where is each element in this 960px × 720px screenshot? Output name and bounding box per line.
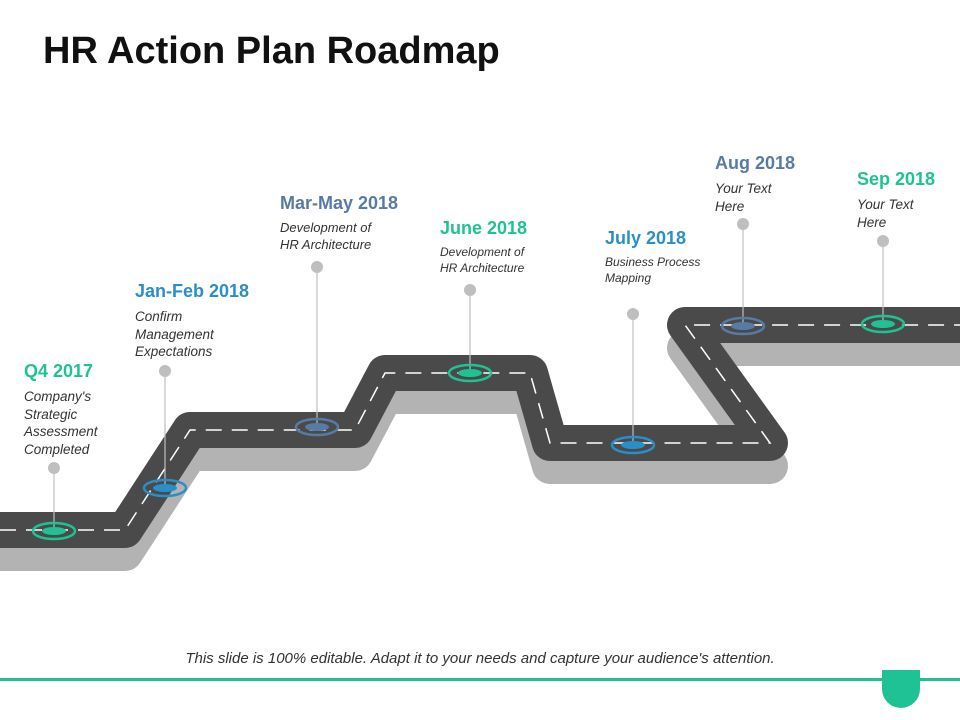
milestone-marker — [720, 218, 766, 336]
marker-core — [42, 527, 66, 535]
marker-ring — [720, 316, 766, 336]
pin-head — [737, 218, 749, 230]
pin-head — [159, 365, 171, 377]
milestone-label: Jan-Feb 2018 — [135, 281, 250, 301]
milestone-description: Development of HR Architecture — [440, 245, 525, 275]
marker-ring — [447, 363, 493, 383]
pin-head — [464, 284, 476, 296]
milestone-label: July 2018 — [605, 228, 687, 248]
footer-accent-line — [0, 678, 960, 681]
milestone-description: Company's Strategic Assessment Completed — [24, 389, 98, 457]
pin-head — [877, 235, 889, 247]
milestone-june-2018: June 2018 Development of HR Architecture — [440, 218, 560, 276]
milestone-q4-2017: Q4 2017 Company's Strategic Assessment C… — [24, 361, 124, 458]
milestone-label: Q4 2017 — [24, 361, 94, 381]
milestone-marker — [610, 308, 656, 455]
milestone-description: Development of HR Architecture — [280, 220, 372, 252]
milestone-description: Your Text Here — [857, 197, 914, 230]
marker-core — [153, 484, 177, 492]
marker-ring — [142, 478, 188, 498]
milestone-jan-feb-2018: Jan-Feb 2018 Confirm Management Expectat… — [135, 281, 255, 361]
milestone-label: Aug 2018 — [715, 153, 796, 173]
marker-ring — [294, 417, 340, 437]
marker-core — [458, 369, 482, 377]
milestone-label: Sep 2018 — [857, 169, 936, 189]
milestone-marker — [294, 261, 340, 437]
pin-head — [311, 261, 323, 273]
milestone-label: June 2018 — [440, 218, 528, 238]
milestone-description: Your Text Here — [715, 181, 772, 214]
marker-ring — [31, 521, 77, 541]
marker-core — [305, 423, 329, 431]
milestone-july-2018: July 2018 Business Process Mapping — [605, 228, 725, 286]
marker-core — [621, 441, 645, 449]
milestone-marker — [860, 235, 906, 334]
footer-note: This slide is 100% editable. Adapt it to… — [185, 650, 775, 667]
milestone-description: Confirm Management Expectations — [135, 309, 214, 360]
slide-title: HR Action Plan Roadmap — [43, 30, 500, 72]
milestone-marker — [31, 462, 77, 541]
pin-head — [627, 308, 639, 320]
milestone-sep-2018: Sep 2018 Your Text Here — [857, 169, 957, 231]
marker-core — [871, 320, 895, 328]
pin-head — [48, 462, 60, 474]
milestone-description: Business Process Mapping — [605, 255, 701, 285]
milestone-label: Mar-May 2018 — [280, 193, 399, 213]
milestone-marker — [142, 365, 188, 498]
marker-core — [731, 322, 755, 330]
marker-ring — [860, 314, 906, 334]
footer-accent-dot — [882, 670, 920, 708]
milestone-marker — [447, 284, 493, 383]
milestone-mar-may-2018: Mar-May 2018 Development of HR Architect… — [280, 193, 420, 254]
milestone-aug-2018: Aug 2018 Your Text Here — [715, 153, 815, 215]
marker-ring — [610, 435, 656, 455]
